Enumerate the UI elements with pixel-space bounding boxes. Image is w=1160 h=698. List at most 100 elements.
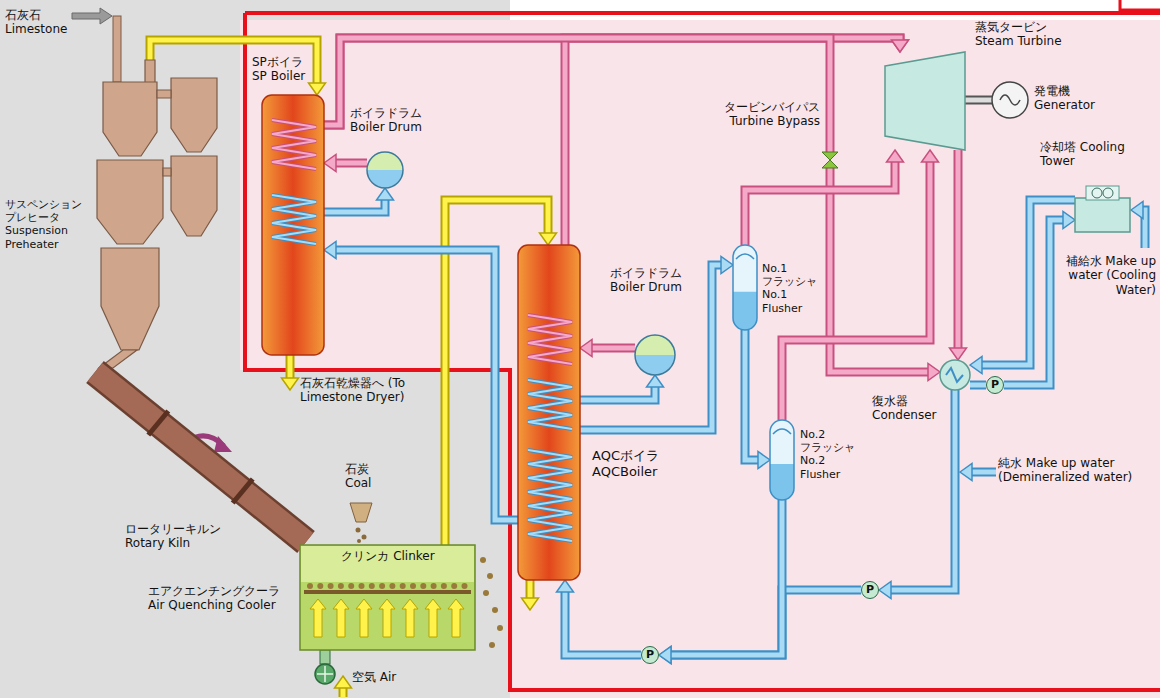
clinker-bed xyxy=(317,583,323,589)
clinker-discharge-part xyxy=(480,557,486,563)
cooler-casing xyxy=(300,545,475,650)
drive-shaft xyxy=(965,100,992,101)
arrow-head xyxy=(522,598,539,610)
pipe-outline xyxy=(782,158,930,420)
flusher-vessel xyxy=(770,420,794,500)
clinker-bed xyxy=(451,583,457,589)
heat-coil xyxy=(272,195,316,244)
flusher-outline xyxy=(733,245,757,330)
sp-boiler: SPボイラ SP Boiler xyxy=(252,55,324,355)
rotary-kiln: ロータリーキルン Rotary Kiln xyxy=(60,360,320,553)
pipe-outline xyxy=(324,196,385,212)
air-fan-part xyxy=(320,650,330,664)
flusher-nozzle xyxy=(736,254,754,259)
blue-pipe xyxy=(557,580,642,655)
arrow-head xyxy=(960,464,972,481)
arrow-head xyxy=(324,242,336,259)
coal-hopper-part xyxy=(350,503,372,522)
clinker-discharge-part xyxy=(497,625,503,631)
stream-label: 石灰石乾燥器へ (To Limestone Dryer) xyxy=(300,376,440,405)
steam-space xyxy=(635,335,675,355)
equipment-label: 蒸気タービン Steam Turbine xyxy=(975,20,1067,49)
pipe-outline xyxy=(580,265,725,430)
blue-pipe xyxy=(324,188,394,212)
heat-coil xyxy=(528,315,572,364)
drum-shell xyxy=(635,335,675,375)
valve-body xyxy=(822,152,838,160)
boiler-drum-shape xyxy=(367,152,403,188)
cyclone-stage xyxy=(103,82,157,156)
pump-letter: P xyxy=(862,582,878,597)
generator-shape xyxy=(992,82,1028,118)
arrow-head xyxy=(950,348,967,360)
water-space xyxy=(635,355,675,375)
pink-pipe xyxy=(324,38,830,152)
coal-hopper-part xyxy=(362,535,367,540)
clinker-bed xyxy=(359,583,365,589)
rotary-kiln-shape xyxy=(60,360,320,550)
arrow-head xyxy=(659,647,671,664)
pink-pipe xyxy=(324,155,367,172)
kiln-rotation-arrow-part xyxy=(214,436,232,452)
air-quenching-cooler: エアクエンチングクーラ Air Quenching Coolerクリンカ Cli… xyxy=(148,545,475,650)
coal-hopper-part xyxy=(357,539,361,543)
arrow-head xyxy=(282,378,299,390)
turbine-bypass-valve: タービンバイパス Turbine Bypass xyxy=(714,100,838,168)
kiln-shell xyxy=(95,372,306,542)
heat-coil xyxy=(528,450,572,541)
equipment-label: No.1 フラッシャ No.1 Flusher xyxy=(762,262,824,315)
blue-pipe xyxy=(970,385,986,386)
fan-housing xyxy=(1086,186,1119,200)
aqc-exhaust xyxy=(522,580,539,610)
limestone-feed xyxy=(72,8,121,82)
pink-pipe xyxy=(565,38,909,245)
boiler-casing xyxy=(518,245,580,580)
condenser-shell xyxy=(940,360,970,390)
pump-letter: P xyxy=(642,647,658,662)
pink-pipe xyxy=(950,150,967,360)
pipe-fill xyxy=(580,265,725,430)
air-fan-part xyxy=(317,666,333,682)
flusher-vessel xyxy=(733,245,757,330)
clinker-bed xyxy=(462,583,468,589)
equipment-label: SPボイラ SP Boiler xyxy=(252,55,308,84)
sp-boiler-shape xyxy=(262,95,324,355)
kiln-shell xyxy=(95,372,306,542)
blue-pipe xyxy=(1004,212,1075,386)
blue-pipe xyxy=(659,500,782,664)
air-fan xyxy=(315,650,335,684)
clinker-bed xyxy=(400,583,406,589)
blue-pipe xyxy=(580,375,664,400)
pipe-outline xyxy=(745,330,762,460)
steam-turbine-shape xyxy=(885,52,965,150)
pipe-fill xyxy=(565,38,900,245)
pipe-outline xyxy=(565,588,641,655)
red-boundary-part xyxy=(1120,0,1160,10)
arrow-head xyxy=(647,375,664,387)
turbine-casing xyxy=(885,52,965,150)
equipment-label: タービンバイパス Turbine Bypass xyxy=(714,100,820,129)
cooling-air-arrow xyxy=(379,599,395,637)
cyclone-stage xyxy=(157,90,171,98)
equipment-label: クリンカ Clinker xyxy=(340,549,436,563)
equipment-label: ロータリーキルン Rotary Kiln xyxy=(125,522,229,551)
clinker-discharge xyxy=(480,557,503,648)
boiler-drum-shape xyxy=(635,335,675,375)
equipment-label: No.2 フラッシャ No.2 Flusher xyxy=(800,428,862,481)
pipe-outline xyxy=(565,38,900,245)
flusher-water xyxy=(770,464,794,500)
cyclone-stage xyxy=(163,168,171,176)
heat-coil xyxy=(272,195,316,244)
kiln-tyre xyxy=(148,411,168,435)
boiler-drum: ボイラドラム Boiler Drum xyxy=(350,106,434,188)
heat-coil xyxy=(528,450,572,541)
pipe-fill xyxy=(565,588,641,655)
heat-coil xyxy=(272,120,316,169)
equipment-label: ボイラドラム Boiler Drum xyxy=(610,266,692,295)
arrow-head xyxy=(892,40,909,52)
flusher-shape xyxy=(733,245,757,330)
flusher-water xyxy=(733,292,757,330)
pipe-fill xyxy=(667,590,861,655)
stream-label: 空気 Air xyxy=(352,670,422,684)
pump: P xyxy=(986,376,1004,394)
